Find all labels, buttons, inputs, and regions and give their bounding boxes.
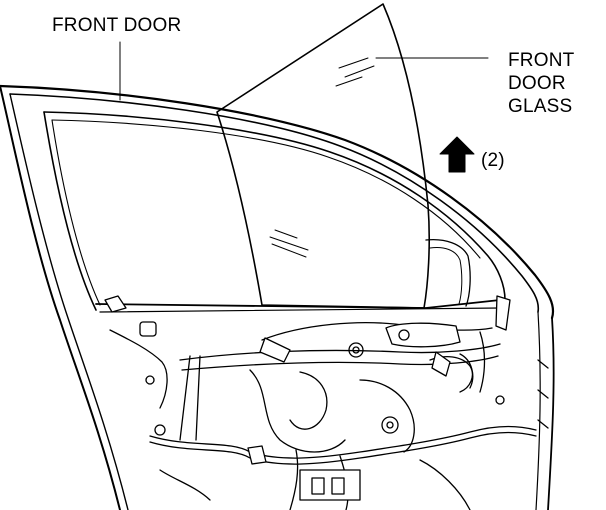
front-door-glass-line3: GLASS [508,96,573,117]
step-label: (2) [481,150,505,171]
front-door-frame [0,84,555,510]
regulator-mechanism [104,295,549,510]
front-door-glass-line2: DOOR [508,73,566,94]
front-door-glass-line1: FRONT [508,50,575,71]
arrow-up-icon [439,136,475,173]
leader-lines [119,41,489,101]
door-glass [216,3,431,309]
front-door-glass-label: FRONT DOOR GLASS [508,49,574,118]
front-door-label: FRONT DOOR [52,15,182,36]
